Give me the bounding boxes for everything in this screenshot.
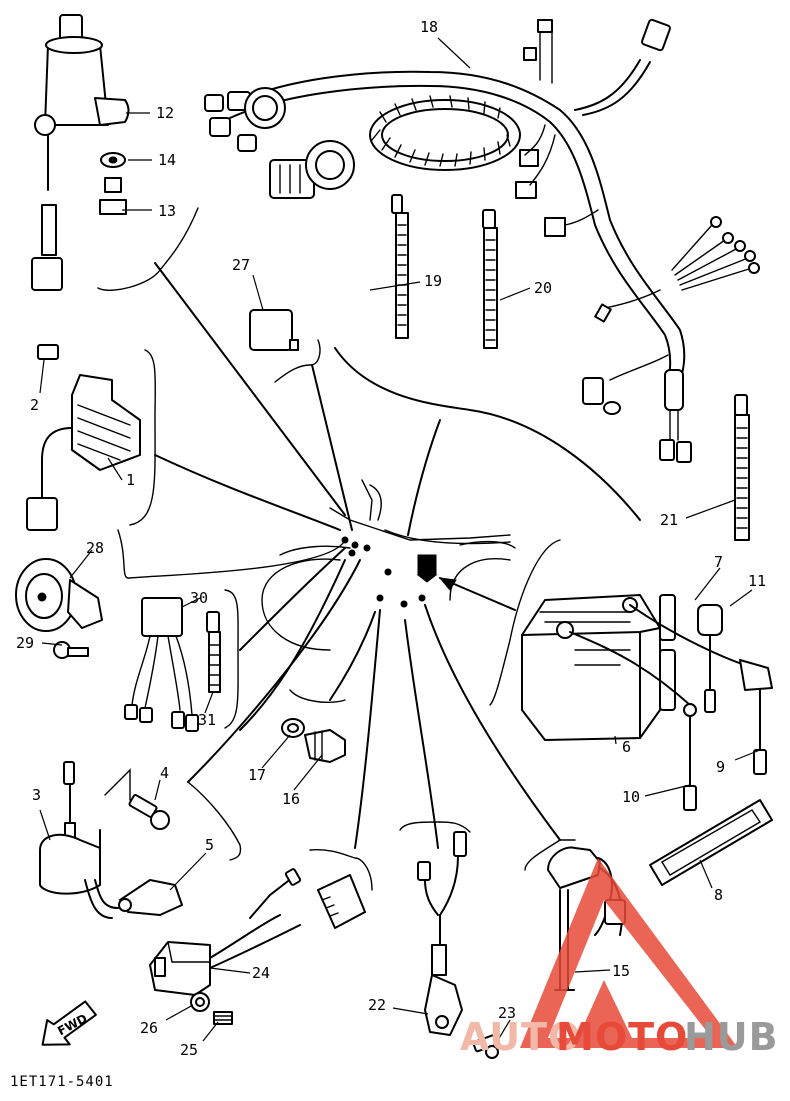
callout-23: 23 [498, 1004, 516, 1022]
bracket-flasher [274, 339, 321, 383]
bracket-neutral [289, 689, 346, 703]
callout-9: 9 [716, 758, 725, 776]
leader-main-switch [97, 207, 199, 291]
motorcycle-silhouette [261, 479, 516, 651]
callout-11: 11 [748, 572, 766, 590]
callout-10: 10 [622, 788, 640, 806]
cable-tie-21 [734, 394, 750, 541]
cable-tie-19 [391, 194, 409, 339]
bracket-ignition-coil [187, 781, 242, 861]
battery-cable-positive [697, 604, 723, 713]
neutral-switch [281, 718, 346, 763]
cable-tie-20 [482, 209, 498, 349]
spark-plug-cap-5 [118, 879, 183, 916]
callout-24: 24 [252, 964, 270, 982]
automotohub-watermark: AUTO MOTO HUB [460, 858, 779, 1059]
main-switch [31, 14, 130, 291]
callout-28: 28 [86, 539, 104, 557]
callout-19: 19 [424, 272, 442, 290]
watermark-auto: AUTO [460, 1015, 581, 1059]
leader-line-2 [154, 454, 341, 531]
bracket-spark-plug-cap [524, 839, 576, 871]
callout-6: 6 [622, 738, 631, 756]
callout-4: 4 [160, 764, 169, 782]
bracket-battery [489, 539, 561, 706]
fwd-arrow-icon: FWD [41, 1000, 97, 1046]
leader-line-4 [311, 364, 353, 531]
callout-2: 2 [30, 396, 39, 414]
callout-29: 29 [16, 634, 34, 652]
callout-25: 25 [180, 1041, 198, 1059]
callout-1: 1 [126, 471, 135, 489]
wire-harness [204, 18, 760, 463]
callout-leaders [39, 37, 761, 1046]
harness-terminal-fan [671, 216, 760, 291]
callout-16: 16 [282, 790, 300, 808]
callout-20: 20 [534, 279, 552, 297]
rectifier [26, 344, 141, 531]
callout-12: 12 [156, 104, 174, 122]
ignition-coil [39, 761, 131, 919]
leader-line-1 [154, 262, 346, 516]
callout-31: 31 [198, 711, 216, 729]
cable-tie-31 [206, 611, 221, 693]
bolt-4 [128, 794, 170, 830]
cdi-unit [149, 868, 366, 1025]
bracket-cdi [309, 848, 373, 891]
bracket-relay [224, 589, 239, 729]
callout-27: 27 [232, 256, 250, 274]
callout-22: 22 [368, 996, 386, 1014]
flasher-relay [249, 309, 299, 351]
leader-lines-center [187, 347, 641, 849]
leader-line-3 [239, 547, 346, 651]
horn [15, 558, 103, 659]
bracket-horn [117, 529, 346, 579]
battery-band [659, 594, 676, 711]
relay-30 [124, 597, 199, 732]
callout-18: 18 [420, 18, 438, 36]
callout-21: 21 [660, 511, 678, 529]
watermark-triangle-icon [520, 858, 738, 1048]
battery-cable-negative [569, 631, 697, 811]
battery-holding-band [649, 799, 773, 886]
bracket-pickup [399, 821, 471, 833]
callout-13: 13 [158, 202, 176, 220]
watermark-hub: HUB [684, 1015, 779, 1059]
callout-5: 5 [205, 836, 214, 854]
callout-3: 3 [32, 786, 41, 804]
callout-numbers: 1 2 3 4 5 6 7 8 9 10 11 12 13 14 15 16 1… [16, 18, 766, 1059]
callout-17: 17 [248, 766, 266, 784]
battery-cable-9 [629, 604, 773, 775]
part-code-label: 1ET171-5401 [10, 1074, 114, 1090]
watermark-moto: MOTO [556, 1015, 688, 1059]
callout-7: 7 [714, 553, 723, 571]
callout-14: 14 [158, 151, 176, 169]
harness-spiral-wrap [371, 95, 511, 167]
callout-15: 15 [612, 962, 630, 980]
callout-26: 26 [140, 1019, 158, 1037]
callout-30: 30 [190, 589, 208, 607]
bracket-rectifier [129, 349, 156, 526]
pickup-coil [417, 831, 500, 1059]
callout-8: 8 [714, 886, 723, 904]
